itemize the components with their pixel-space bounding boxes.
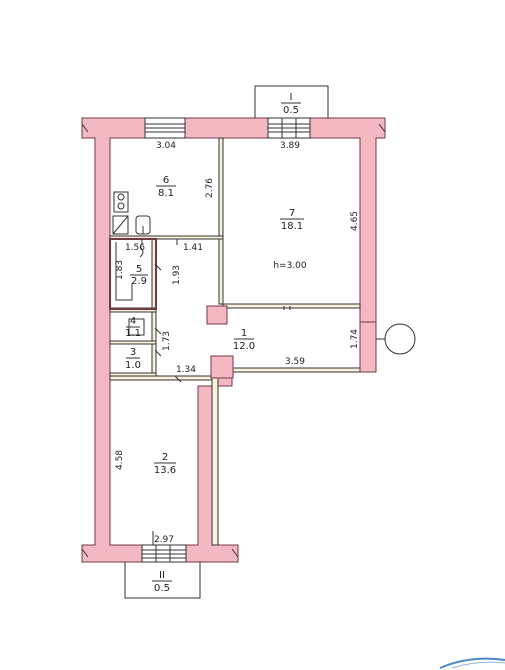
dim-room6-height: 2.76: [205, 178, 215, 198]
dim-bath-partition: 1.93: [172, 265, 182, 285]
dim-corridor-height: 1.74: [350, 329, 360, 349]
room-3-number: 3: [130, 347, 136, 358]
dim-bath-width: 1.56: [125, 243, 145, 253]
room-3-area: 1.0: [125, 360, 141, 371]
room-4-number: 4: [130, 316, 136, 327]
room-2-area: 13.6: [154, 465, 176, 476]
partition-wc-mid: [109, 340, 157, 345]
room-4-area: 1.1: [125, 328, 141, 339]
balcony-i-number: I: [290, 92, 293, 103]
room-labels: 6 8.1 7 18.1 5 2.9 4 1.1 3 1.0 1 12.0 2 …: [125, 92, 307, 594]
bathtub-icon: [115, 242, 144, 301]
partition-kitchen-bottom: [109, 235, 224, 240]
dim-top-left-width: 3.04: [156, 141, 176, 151]
dim-room7-height: 4.65: [350, 211, 360, 231]
room-1-number: 1: [241, 328, 247, 339]
dimension-labels: 3.04 3.89 2.76 4.65 1.56 1.41 1.83 1.93 …: [115, 141, 360, 545]
partition-room2-top: [109, 375, 213, 381]
right-niche: [359, 321, 377, 373]
dim-room2-height: 4.58: [115, 450, 125, 470]
wall-frame: [81, 117, 386, 563]
logo-swoosh: [439, 657, 505, 669]
dimension-ticks: [81, 123, 386, 558]
partition-kitchen-room7: [218, 137, 224, 305]
fixtures: [112, 191, 416, 355]
dim-bath-height: 1.83: [115, 260, 125, 280]
balcony-top: [254, 85, 329, 118]
bath-outline: [109, 238, 157, 310]
column-lower: [210, 355, 234, 379]
riser-circle-icon: [376, 323, 416, 355]
partition-room2-right: [211, 371, 219, 546]
dim-corridor-left-width: 1.34: [176, 365, 196, 375]
balcony-i-area: 0.5: [283, 105, 299, 116]
sink-icon: [112, 215, 129, 235]
balconies: [124, 85, 329, 599]
dim-top-right-width: 3.89: [280, 141, 300, 151]
dim-corridor-right-width: 3.59: [285, 357, 305, 367]
interior-partitions: [109, 137, 377, 546]
balcony-ii-number: II: [159, 570, 165, 581]
stove-icon: [113, 191, 129, 213]
room-2-number: 2: [162, 452, 168, 463]
room-6-area: 8.1: [158, 188, 174, 199]
dim-bottom-width: 2.97: [154, 535, 174, 545]
toilet-icon: [135, 215, 151, 235]
exterior-walls: [81, 117, 386, 563]
dim-closet-height: 1.73: [162, 331, 172, 351]
column-upper: [206, 305, 228, 325]
partition-room7-bottom: [222, 303, 361, 309]
room-5-number: 5: [136, 264, 142, 275]
room-1-area: 12.0: [233, 341, 255, 352]
room-7-area: 18.1: [281, 221, 303, 232]
windows: [141, 117, 311, 563]
room-7-number: 7: [289, 208, 295, 219]
room-6-number: 6: [163, 175, 169, 186]
balcony-ii-area: 0.5: [154, 583, 170, 594]
partition-corridor-bottom: [231, 367, 361, 373]
balcony-bottom: [124, 562, 201, 599]
room-5-area: 2.9: [131, 276, 147, 287]
dim-hall-segment: 1.41: [183, 243, 203, 253]
ceiling-height: h=3.00: [273, 261, 307, 271]
